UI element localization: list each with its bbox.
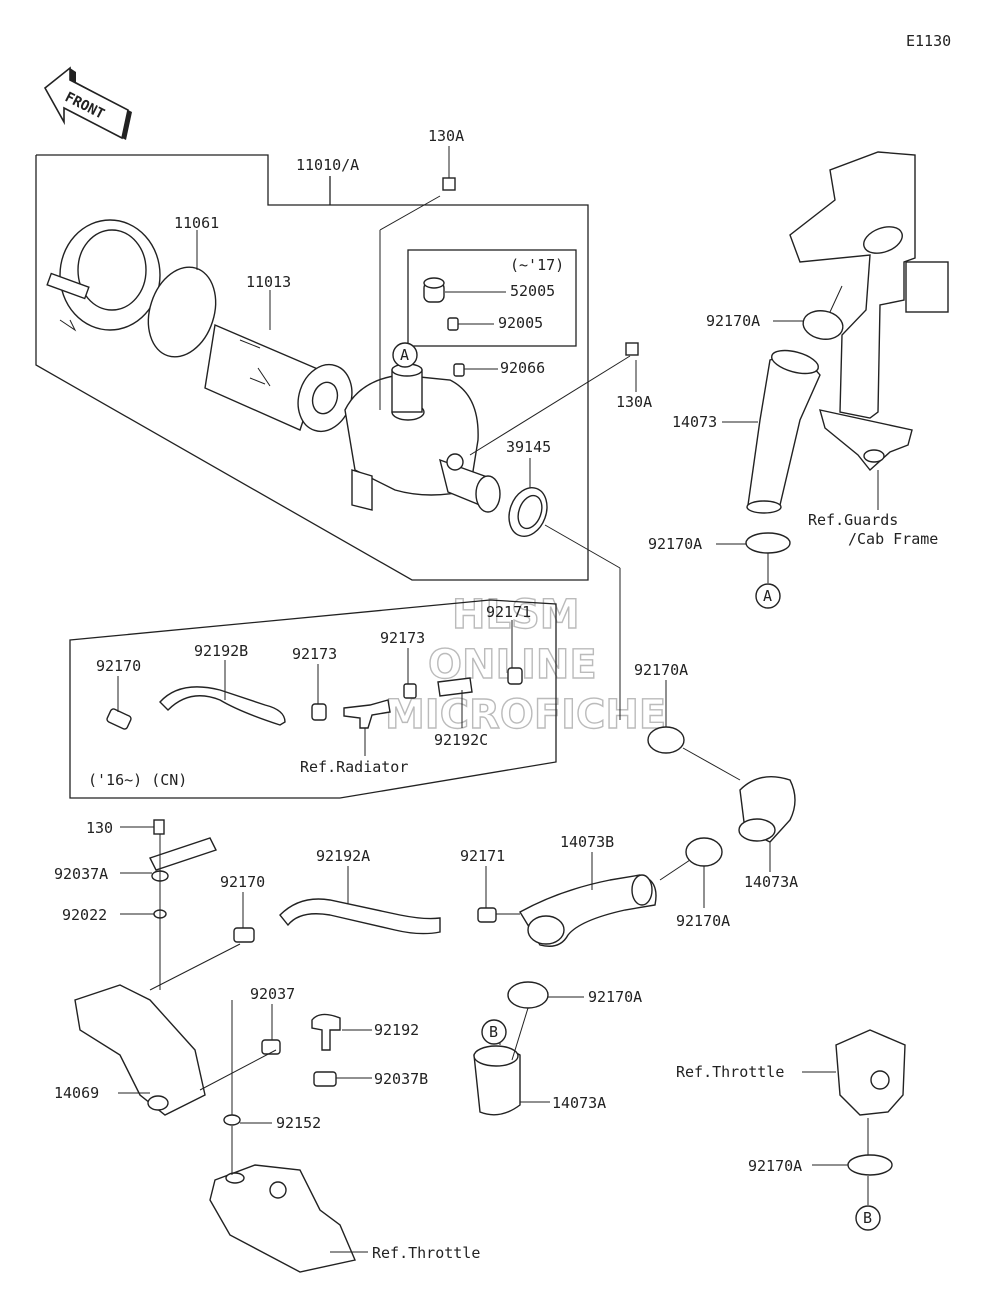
label-14073b: 14073B xyxy=(560,833,614,851)
variant-box-cn xyxy=(69,599,557,799)
label-11013: 11013 xyxy=(246,273,291,291)
label-92066: 92066 xyxy=(500,359,545,377)
pipe-14073b xyxy=(519,874,657,947)
diagram-code: E1130 xyxy=(906,32,951,50)
label-92022: 92022 xyxy=(62,906,107,924)
guards-cab-frame xyxy=(789,151,949,472)
label-ref-guards: Ref.Guards xyxy=(808,511,898,529)
air-cleaner-housing xyxy=(344,363,501,513)
label-130: 130 xyxy=(86,819,113,837)
label-92173-a: 92173 xyxy=(292,645,337,663)
hose-92192a xyxy=(279,898,441,935)
svg-text:B: B xyxy=(489,1023,498,1041)
plate-92037a xyxy=(149,837,217,871)
svg-text:A: A xyxy=(400,346,409,364)
svg-text:A: A xyxy=(763,587,772,605)
air-cleaner-cap xyxy=(46,219,161,332)
label-11061: 11061 xyxy=(174,214,219,232)
throttle-body-right xyxy=(835,1029,906,1116)
label-130a-top: 130A xyxy=(428,127,464,145)
callout-a-top: A xyxy=(392,342,418,368)
clamp-92037b xyxy=(313,1071,337,1087)
front-arrow-icon: FRONT xyxy=(43,66,132,140)
clamp-92170a-right2 xyxy=(685,837,723,867)
label-92037: 92037 xyxy=(250,985,295,1003)
part-labels: 11010/A 11061 11013 130A 52005 92005 920… xyxy=(54,127,938,1262)
label-92170a-bottom-right: 92170A xyxy=(748,1157,802,1175)
label-14073a-low: 14073A xyxy=(552,1094,606,1112)
bolt-130a-right xyxy=(625,342,639,356)
clamp-92170a-mid xyxy=(745,532,791,554)
clamp-92171-low xyxy=(477,907,497,923)
callout-b-right: B xyxy=(855,1205,881,1231)
label-92192b: 92192B xyxy=(194,642,248,660)
label-92192a: 92192A xyxy=(316,847,370,865)
label-92037b: 92037B xyxy=(374,1070,428,1088)
label-ref-throttle-right: Ref.Throttle xyxy=(676,1063,784,1081)
label-130a-right: 130A xyxy=(616,393,652,411)
label-92170a-right: 92170A xyxy=(634,661,688,679)
label-52005: 52005 xyxy=(510,282,555,300)
clamp-92170a-center xyxy=(507,981,549,1009)
label-ref-cab-frame: /Cab Frame xyxy=(848,530,938,548)
clamp-92170-low xyxy=(233,927,255,943)
label-ref-throttle-bottom: Ref.Throttle xyxy=(372,1244,480,1262)
hose-14073 xyxy=(746,349,821,514)
clamp-92037 xyxy=(261,1039,281,1055)
assembly-bracket-11010a xyxy=(35,154,589,581)
callout-b-center: B xyxy=(481,1019,507,1045)
seal-ring-11061 xyxy=(147,266,217,358)
filter-element-11013 xyxy=(204,324,353,433)
variant-note-17: (~'17) xyxy=(510,256,564,274)
label-92173-b: 92173 xyxy=(380,629,425,647)
bolt-130 xyxy=(153,819,165,835)
elbow-14073a-right xyxy=(738,776,796,843)
label-11010a: 11010/A xyxy=(296,156,359,174)
label-92170: 92170 xyxy=(96,657,141,675)
label-92171-low: 92171 xyxy=(460,847,505,865)
label-92005: 92005 xyxy=(498,314,543,332)
clamp-92170a-top xyxy=(802,310,844,340)
label-92170a-right2: 92170A xyxy=(676,912,730,930)
cap-52005 xyxy=(423,277,445,303)
plug-92066 xyxy=(453,363,465,377)
variant-box-17 xyxy=(407,249,577,347)
ring-39145 xyxy=(508,487,548,537)
label-92192: 92192 xyxy=(374,1021,419,1039)
bracket-14069 xyxy=(74,984,206,1116)
watermark-line-3: MICROFICHE xyxy=(385,692,666,738)
clamp-92170a-right xyxy=(647,726,685,754)
leader-lines xyxy=(117,146,879,1253)
label-92170-low: 92170 xyxy=(220,873,265,891)
washer-92152 xyxy=(223,1114,241,1126)
label-92170a-mid: 92170A xyxy=(648,535,702,553)
label-ref-radiator: Ref.Radiator xyxy=(300,758,408,776)
label-92192c: 92192C xyxy=(434,731,488,749)
clamp-92170a-br xyxy=(847,1154,893,1176)
variant-note-cn: ('16~) (CN) xyxy=(88,771,187,789)
label-14073: 14073 xyxy=(672,413,717,431)
label-39145: 39145 xyxy=(506,438,551,456)
svg-text:B: B xyxy=(863,1209,872,1227)
label-14069: 14069 xyxy=(54,1084,99,1102)
watermark-line-1: HLSM xyxy=(452,592,580,638)
label-92170a-top: 92170A xyxy=(706,312,760,330)
callout-a-right: A xyxy=(755,583,781,609)
hose-92192 xyxy=(311,1013,341,1051)
label-92171-top: 92171 xyxy=(486,603,531,621)
label-92037a: 92037A xyxy=(54,865,108,883)
elbow-14073a-low xyxy=(473,1045,521,1116)
cn-hose-assembly xyxy=(106,667,523,730)
plug-92005 xyxy=(447,317,459,331)
label-92152: 92152 xyxy=(276,1114,321,1132)
bolt-130a-top xyxy=(442,177,456,191)
label-14073a-right: 14073A xyxy=(744,873,798,891)
label-92170a-center: 92170A xyxy=(588,988,642,1006)
throttle-body-bottom xyxy=(209,1164,356,1273)
